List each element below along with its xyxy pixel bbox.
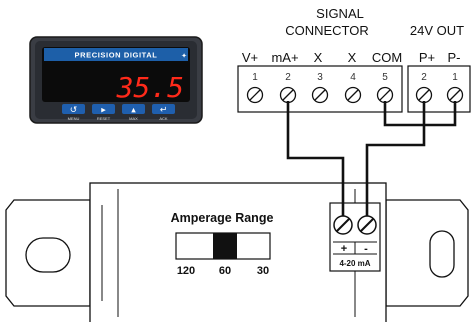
meter-brand: PRECISION DIGITAL: [75, 51, 158, 60]
range-position-30: 30: [257, 265, 269, 277]
brand-mark-icon: ✦: [181, 52, 187, 60]
signal-connector-title-line1: SIGNAL: [316, 6, 364, 21]
meter-button-ack[interactable]: ↵ ACK: [152, 104, 175, 121]
screw-terminal-icon: [311, 86, 329, 104]
terminal-label-v-plus: V+: [242, 50, 258, 65]
wire-com-to-p-minus: [383, 101, 457, 127]
meter-button-max[interactable]: ▴ MAX: [122, 104, 145, 121]
terminal-number: 1: [452, 72, 458, 83]
terminal-label-p-minus: P-: [448, 50, 461, 65]
terminal-number: 4: [350, 72, 356, 83]
right-arrow-icon: ▸: [101, 106, 106, 116]
signal-connector-title-line2: CONNECTOR: [285, 23, 369, 38]
wire-p-plus-to-output-minus: [365, 101, 426, 216]
screw-slot: [360, 218, 374, 232]
range-position-120: 120: [177, 265, 195, 277]
meter-button-reset[interactable]: ▸ RESET: [92, 104, 115, 121]
up-arrow-icon: ▴: [131, 106, 136, 116]
meter-reading: 35.5: [116, 71, 184, 104]
enter-return-icon: ↵: [160, 106, 168, 116]
amperage-range-switch[interactable]: [175, 232, 271, 260]
output-signal-label: 4-20 mA: [339, 259, 370, 268]
screw-terminal-icon: [246, 86, 264, 104]
screw-terminal-icon: [279, 86, 297, 104]
terminal-number: 1: [252, 72, 258, 83]
mounting-slot-right: [429, 230, 455, 278]
output-plus-sign: +: [341, 243, 347, 255]
power-out-block: [407, 65, 471, 113]
screw-terminal-icon: [376, 86, 394, 104]
power-out-title: 24V OUT: [410, 23, 464, 38]
screw-terminal-icon: [415, 86, 433, 104]
screw-terminal-icon: [344, 86, 362, 104]
brand-bar: [44, 48, 188, 61]
terminal-number: 2: [285, 72, 291, 83]
terminal-label-x1: X: [314, 50, 323, 65]
screw-terminal-icon: [446, 86, 464, 104]
menu-loop-icon: ↺: [70, 106, 78, 116]
panel-meter: PRECISION DIGITAL ✦ 35.5 ↺ MENU ▸ RESET …: [29, 36, 203, 124]
terminal-number: 5: [382, 72, 388, 83]
terminal-label-x2: X: [348, 50, 357, 65]
terminal-number: 3: [317, 72, 323, 83]
meter-button-label: MENU: [68, 116, 80, 121]
terminal-label-ma-plus: mA+: [271, 50, 298, 65]
wiring: [286, 101, 457, 216]
terminal-label-p-plus: P+: [419, 50, 435, 65]
wire-ma-plus-to-output-plus: [286, 101, 345, 216]
screw-slot: [336, 218, 350, 232]
output-minus-sign: -: [364, 243, 368, 255]
range-selector-knob[interactable]: [213, 233, 237, 259]
range-position-60: 60: [219, 265, 231, 277]
mounting-slot-left: [25, 237, 71, 273]
meter-button-label: RESET: [97, 116, 111, 121]
amperage-range-title: Amperage Range: [171, 211, 274, 225]
meter-button-menu[interactable]: ↺ MENU: [62, 104, 85, 121]
meter-button-label: ACK: [159, 116, 168, 121]
terminal-number: 2: [421, 72, 427, 83]
terminal-label-com: COM: [372, 50, 402, 65]
meter-button-label: MAX: [129, 116, 138, 121]
